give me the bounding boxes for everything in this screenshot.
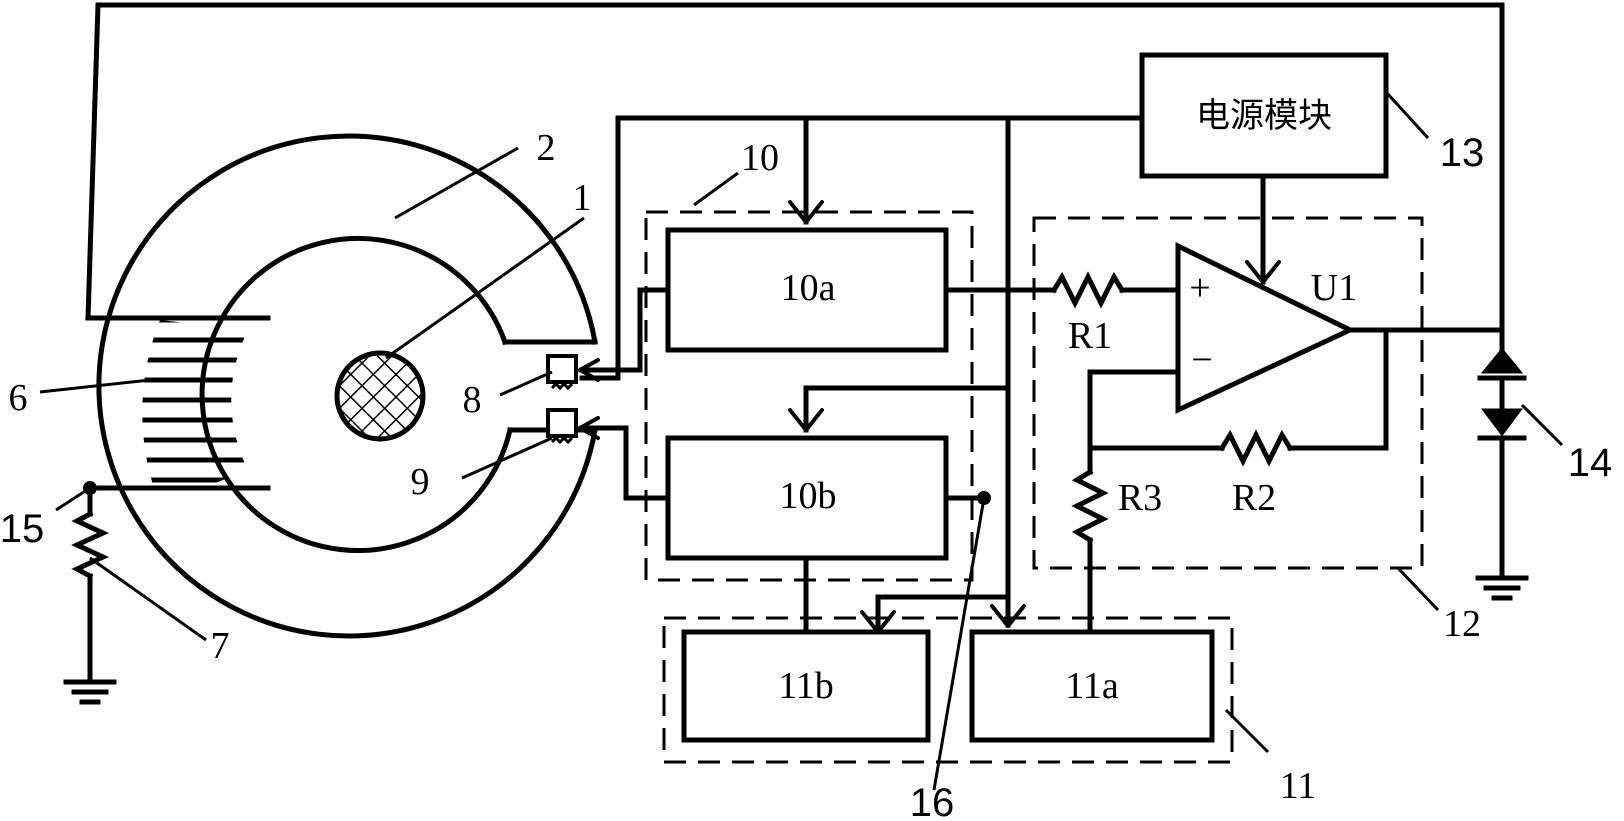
callout-1: 1: [573, 177, 592, 219]
block-10a-label: 10a: [781, 267, 836, 309]
power-module-label: 电源模块: [1196, 96, 1332, 136]
block-11a-label: 11a: [1065, 665, 1119, 707]
ground-symbol-14: [1475, 575, 1529, 601]
resistor-r1-label: R1: [1068, 315, 1112, 357]
power-module: [1139, 52, 1389, 179]
module-11-boundary: [662, 616, 1234, 764]
resistor-r3-label: R3: [1118, 477, 1162, 519]
block-11b-label: 11b: [778, 665, 834, 707]
primary-conductor: [334, 350, 426, 442]
resistor-r2: [1218, 429, 1294, 467]
sensor8-to-10a-wire: [579, 287, 673, 373]
callout-numbers: 2 1 6 7 8 9 10 11 12 13 14 15 16: [0, 127, 1612, 821]
block-10b-label: 10b: [780, 475, 837, 517]
callout-7: 7: [211, 625, 230, 667]
resistor-7: [71, 510, 109, 580]
callout-15: 15: [0, 507, 44, 551]
callout-14: 14: [1568, 441, 1613, 485]
block-11a: [969, 629, 1215, 743]
op-amp-plus-sign: +: [1189, 267, 1210, 309]
callout-11: 11: [1280, 765, 1317, 807]
callout-leaders: [39, 90, 1564, 791]
op-amp-minus-sign: −: [1191, 339, 1212, 381]
op-amp-u1: [1175, 241, 1356, 414]
resistor-r1: [1050, 271, 1126, 309]
callout-12: 12: [1443, 603, 1481, 645]
sensor9-to-10b-wire: [579, 425, 673, 501]
feedback-loop-wire: [85, 2, 1505, 333]
feedback-wire: [1287, 327, 1389, 451]
tvs-diode: [1477, 327, 1527, 581]
secondary-winding: [142, 320, 248, 483]
callout-2: 2: [537, 127, 556, 169]
resistor-r3: [1071, 468, 1109, 544]
callout-16: 16: [910, 781, 955, 821]
hall-sensor-9: [546, 408, 578, 445]
resistor-r2-label: R2: [1232, 477, 1276, 519]
block-10a: [665, 227, 949, 353]
callout-6: 6: [9, 377, 28, 419]
callout-8: 8: [463, 379, 482, 421]
module-12-boundary: [1032, 216, 1424, 570]
block-11b: [681, 629, 931, 743]
callout-13: 13: [1440, 131, 1485, 175]
callout-9: 9: [411, 461, 430, 503]
callout-10: 10: [741, 137, 779, 179]
op-amp-label: U1: [1311, 267, 1357, 309]
ground-symbol-7: [63, 679, 117, 705]
hall-sensor-8: [546, 354, 578, 391]
block-10b: [665, 435, 949, 561]
module-10-boundary: [644, 210, 974, 582]
